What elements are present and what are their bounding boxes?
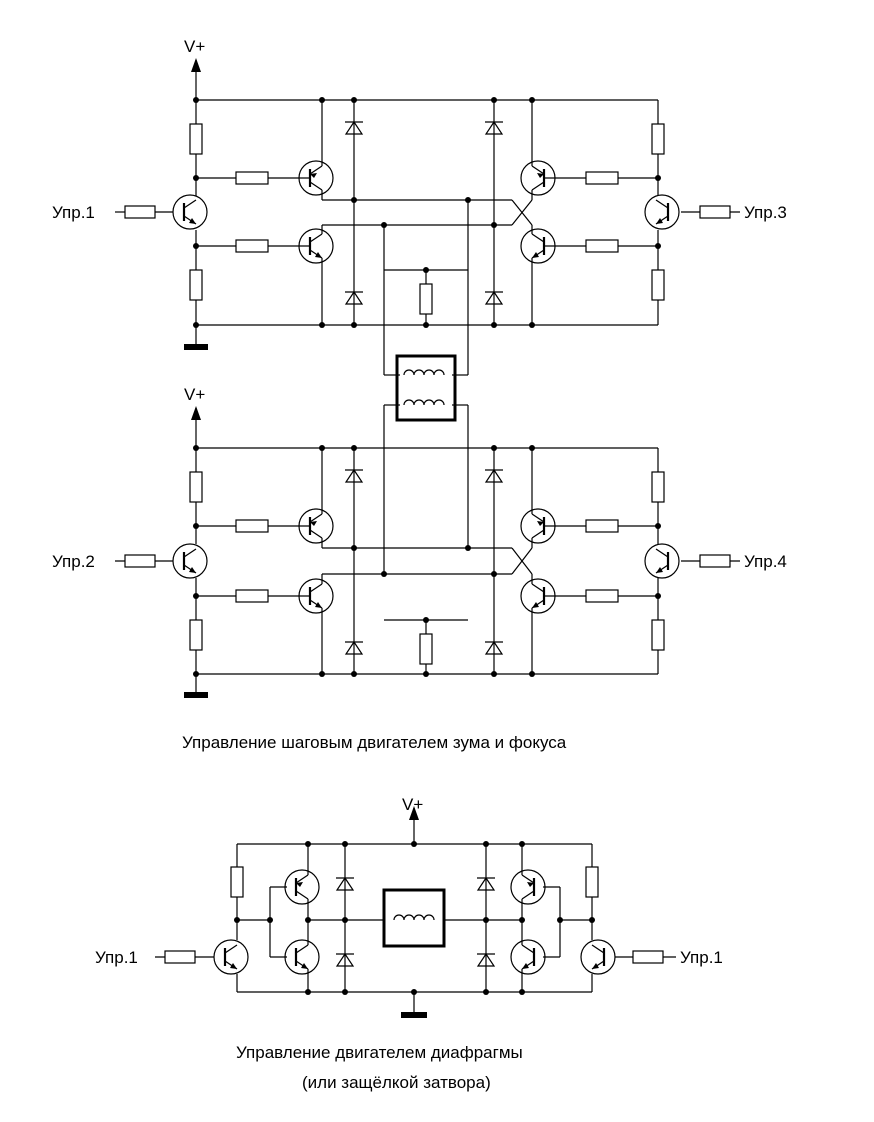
transistor-right-driver [643,193,681,231]
iris-caption-line1: Управление двигателем диафрагмы [236,1043,523,1062]
resistor [651,471,665,503]
input-label-2: Упр.2 [52,552,95,571]
transistor-upper-left [283,868,321,906]
iris-input-label-right: Упр.1 [680,948,723,967]
stepper-top-bridge: V+ Упр.1 [52,37,787,376]
resistor [585,171,619,185]
resistor [235,519,269,533]
resistor [230,866,244,898]
resistor [189,619,203,651]
resistor [585,589,619,603]
stepper-bottom-bridge: V+ Упр.2 [52,385,787,698]
resistor [235,239,269,253]
transistor-left-driver [171,193,209,231]
supply-label: V+ [184,37,205,56]
transistor-lower-left [283,938,321,976]
iris-bridge: V+ Упр.1 [95,795,723,1018]
stepper-motor-coils [384,354,468,422]
supply-label: V+ [402,795,423,814]
input-label-1: Упр.1 [52,203,95,222]
input-resistor [699,205,731,219]
iris-motor [382,888,446,948]
transistor-lower-right [509,938,547,976]
input-resistor [699,554,731,568]
resistor [585,866,599,898]
resistor [651,619,665,651]
transistor-left-driver [171,542,209,580]
resistor [189,123,203,155]
transistor-right-driver [643,542,681,580]
resistor [189,269,203,301]
input-resistor [124,205,156,219]
resistor [419,633,433,665]
input-resistor [632,950,664,964]
resistor [235,589,269,603]
ground-symbol [184,692,208,698]
resistor [585,519,619,533]
input-label-3: Упр.3 [744,203,787,222]
iris-input-label-left: Упр.1 [95,948,138,967]
input-label-4: Упр.4 [744,552,787,571]
resistor [585,239,619,253]
transistor-right-driver [579,938,617,976]
resistor [651,269,665,301]
iris-caption-line2: (или защёлкой затвора) [302,1073,491,1092]
resistor [189,471,203,503]
supply-label: V+ [184,385,205,404]
resistor [419,283,433,315]
ground-symbol [401,1012,427,1018]
transistor-upper-right [509,868,547,906]
resistor [651,123,665,155]
ground-symbol [184,344,208,350]
resistor [235,171,269,185]
stepper-caption: Управление шаговым двигателем зума и фок… [182,733,567,752]
input-resistor [164,950,196,964]
transistor-left-driver [212,938,250,976]
input-resistor [124,554,156,568]
